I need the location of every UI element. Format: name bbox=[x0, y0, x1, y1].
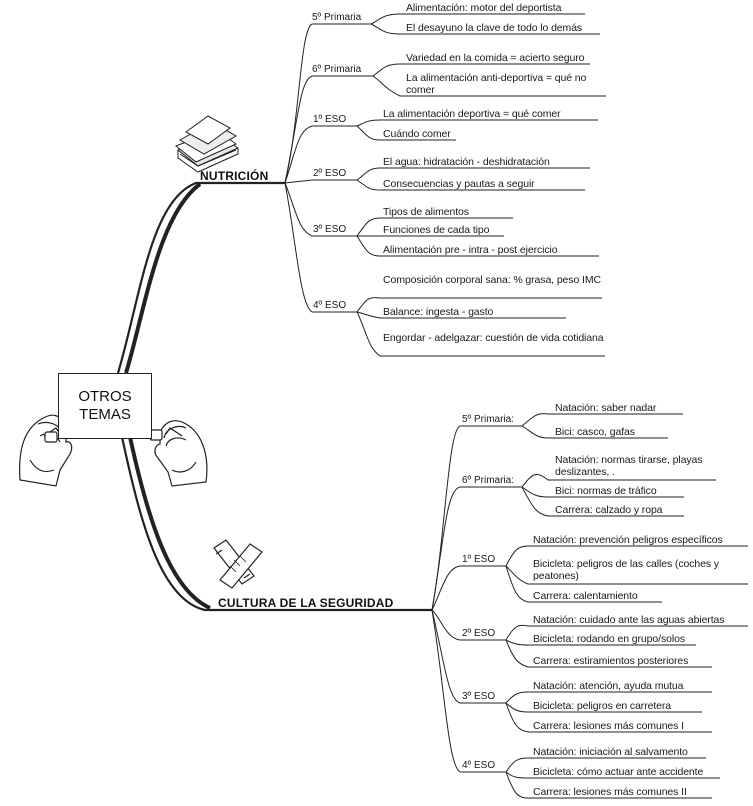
nutricion-level-1-eso: 1º ESO bbox=[313, 114, 347, 125]
crossed-bandages-icon bbox=[213, 539, 263, 589]
topic-seguridad: CULTURA DE LA SEGURIDAD bbox=[218, 596, 394, 610]
nutricion-item: Engordar - adelgazar: cuestión de vida c… bbox=[383, 332, 604, 344]
nutricion-item: Balance: ingesta - gasto bbox=[383, 306, 494, 318]
seguridad-item: Natación: normas tirarse, playas desliza… bbox=[555, 454, 703, 478]
seguridad-item: Natación: prevención peligros específico… bbox=[533, 534, 723, 546]
nutricion-item: Alimentación: motor del deportista bbox=[406, 2, 562, 14]
seguridad-item: Natación: atención, ayuda mutua bbox=[533, 680, 684, 692]
nutricion-item: Funciones de cada tipo bbox=[383, 224, 490, 236]
nutricion-item: Consecuencias y pautas a seguir bbox=[383, 178, 535, 190]
seguridad-item: Natación: saber nadar bbox=[555, 402, 657, 414]
nutricion-level-2-eso: 2º ESO bbox=[313, 168, 347, 179]
nutricion-item: Variedad en la comida = acierto seguro bbox=[406, 52, 585, 64]
seguridad-item: Bicicleta: rodando en grupo/solos bbox=[533, 633, 685, 645]
center-card: OTROS TEMAS bbox=[58, 373, 152, 439]
topic-nutricion: NUTRICIÓN bbox=[200, 169, 269, 183]
papers-stack-icon bbox=[175, 115, 240, 173]
seguridad-item: Bicicleta: cómo actuar ante accidente bbox=[533, 766, 704, 778]
seguridad-item: Bicicleta: peligros en carretera bbox=[533, 700, 672, 712]
seguridad-item: Carrera: estiramientos posteriores bbox=[533, 655, 689, 667]
nutricion-item: Alimentación pre - intra - post ejercici… bbox=[383, 244, 558, 256]
center-title-line1: OTROS bbox=[78, 388, 132, 405]
seguridad-item: Carrera: lesiones más comunes I bbox=[533, 720, 684, 732]
seguridad-item: Bicicleta: peligros de las calles (coche… bbox=[533, 558, 719, 582]
nutricion-item: Composición corporal sana: % grasa, peso… bbox=[383, 274, 601, 286]
nutricion-item: Cuándo comer bbox=[383, 128, 451, 140]
seguridad-item: Carrera: calentamiento bbox=[533, 590, 638, 602]
seguridad-item: Bici: normas de tráfico bbox=[555, 485, 657, 497]
seguridad-level-6-primaria: 6º Primaria: bbox=[462, 475, 514, 486]
nutricion-level-5-primaria: 5º Primaria bbox=[312, 12, 362, 23]
nutricion-item: El agua: hidratación - deshidratación bbox=[383, 156, 550, 168]
seguridad-item: Natación: cuidado ante las aguas abierta… bbox=[533, 614, 725, 626]
seguridad-level-3-eso: 3º ESO bbox=[462, 691, 496, 702]
nutricion-level-4-eso: 4º ESO bbox=[313, 300, 347, 311]
seguridad-item: Carrera: calzado y ropa bbox=[555, 504, 663, 516]
nutricion-item: La alimentación anti-deportiva = qué no … bbox=[406, 72, 587, 96]
seguridad-item: Bici: casco, gafas bbox=[555, 426, 635, 438]
nutricion-item: El desayuno la clave de todo lo demás bbox=[406, 22, 583, 34]
nutricion-item: La alimentación deportiva = qué comer bbox=[383, 108, 561, 120]
seguridad-level-5-primaria: 5º Primaria: bbox=[462, 414, 514, 425]
seguridad-item: Carrera: lesiones más comunes II bbox=[533, 786, 687, 798]
seguridad-item: Natación: iniciación al salvamento bbox=[533, 746, 688, 758]
nutricion-level-6-primaria: 6º Primaria bbox=[312, 64, 362, 75]
center-title-line2: TEMAS bbox=[79, 406, 131, 423]
nutricion-level-3-eso: 3º ESO bbox=[313, 224, 347, 235]
seguridad-level-4-eso: 4º ESO bbox=[462, 760, 496, 771]
nutricion-item: Tipos de alimentos bbox=[383, 206, 469, 218]
seguridad-level-2-eso: 2º ESO bbox=[462, 628, 496, 639]
seguridad-level-1-eso: 1º ESO bbox=[462, 554, 496, 565]
